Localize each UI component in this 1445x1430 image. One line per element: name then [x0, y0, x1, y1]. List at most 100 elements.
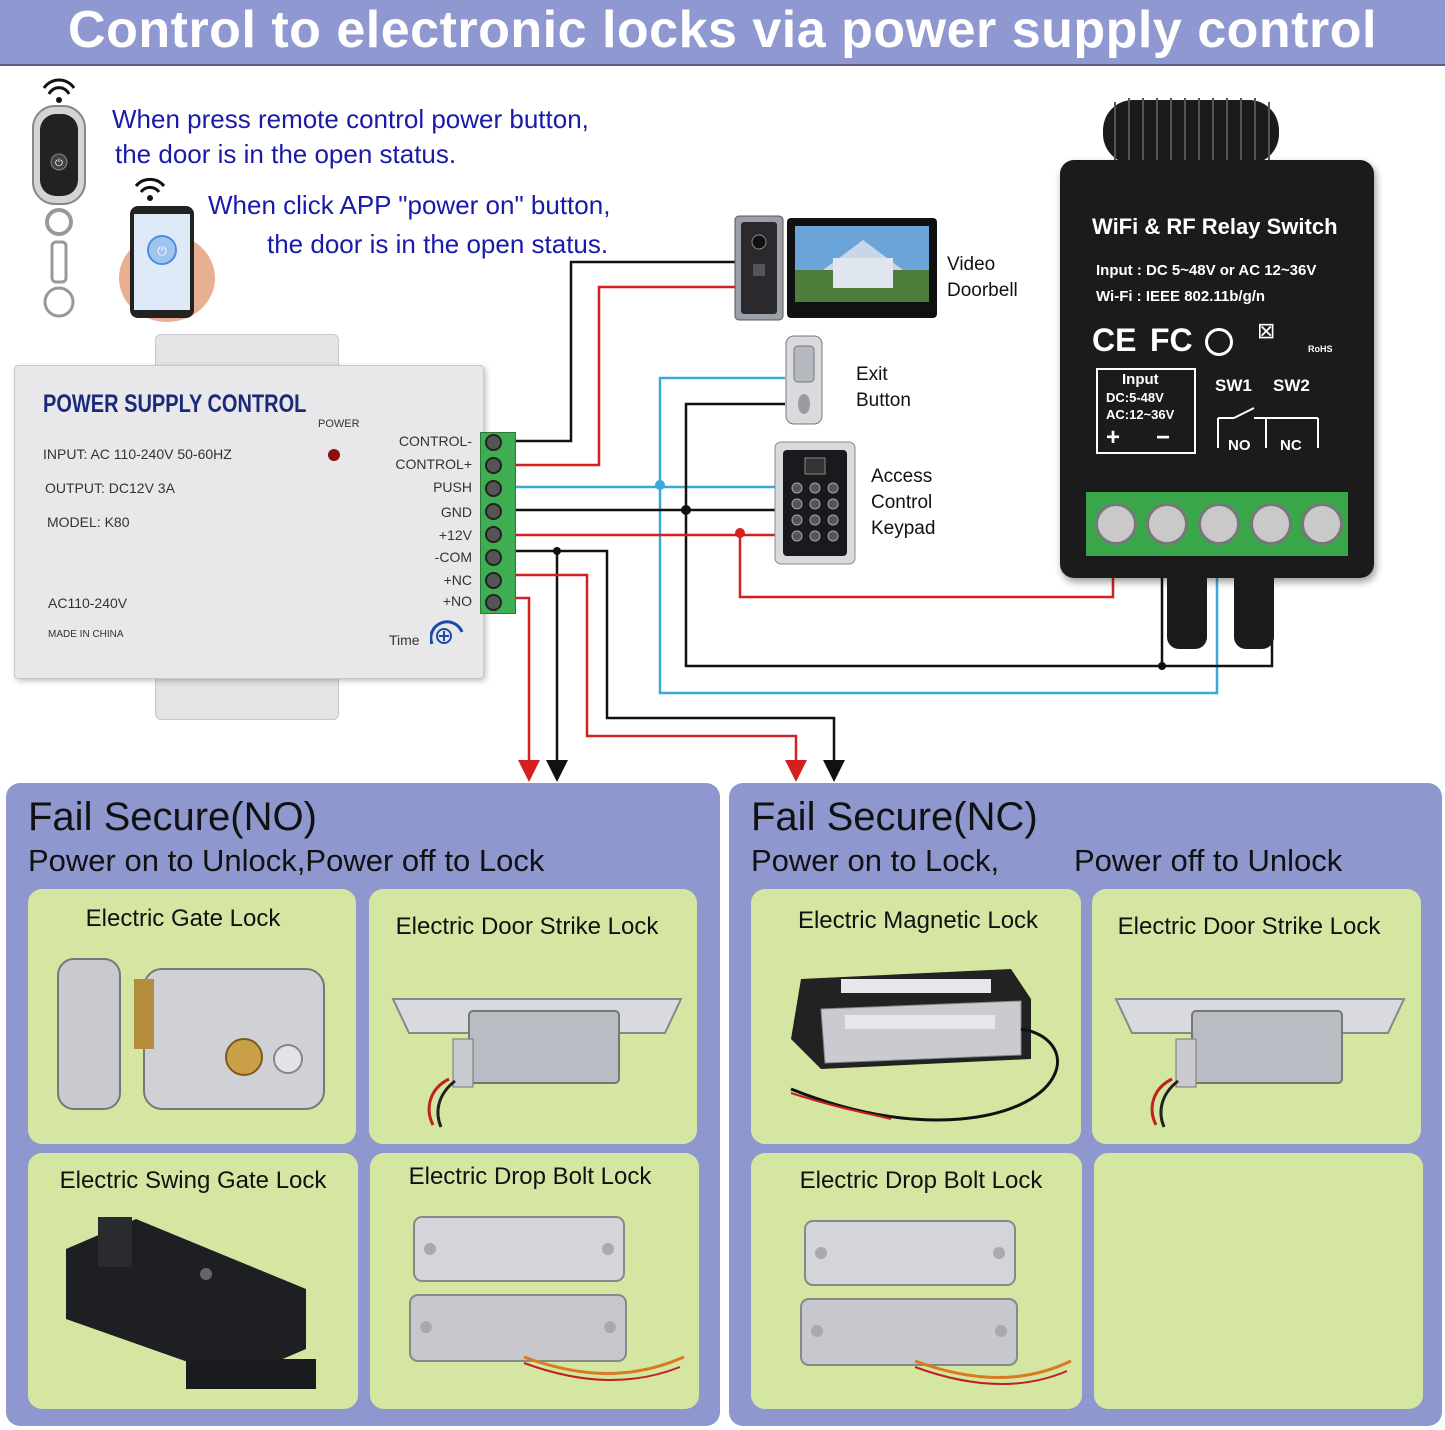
psu-power-label: POWER	[318, 418, 360, 430]
relay-wifi: Wi-Fi : IEEE 802.11b/g/n	[1096, 288, 1266, 305]
title-bar	[0, 0, 1445, 66]
rohs-mark-icon: RoHS	[1308, 344, 1333, 354]
label-exit-button: Exit Button	[856, 364, 911, 411]
relay-screw-icon	[1146, 503, 1188, 545]
relay-screw-icon	[1198, 503, 1240, 545]
terminal-label-control-minus: CONTROL-	[398, 433, 472, 449]
swing-gate-lock-icon	[66, 1217, 316, 1389]
svg-text:⏻: ⏻	[157, 244, 167, 258]
terminal-screw-icon	[485, 434, 502, 451]
wire-exit-blue	[658, 376, 785, 487]
relay-nc: NC	[1280, 437, 1302, 454]
relay-input-box	[1096, 368, 1196, 454]
wire-no	[505, 596, 531, 762]
relay-screw-icon	[1095, 503, 1137, 545]
access-keypad-device	[773, 440, 857, 566]
psu-brand: POWER SUPPLY CONTROL	[43, 390, 307, 418]
panel-right-subtitle-b: Power off to Unlock	[1074, 843, 1343, 878]
arrow-com-2	[823, 760, 845, 782]
fcc-mark-icon: FC	[1150, 322, 1193, 358]
wire-exit-black	[684, 402, 785, 510]
relay-sw2: SW2	[1273, 376, 1310, 395]
card-label: Electric Drop Bolt Lock	[799, 1167, 1043, 1194]
power-supply-control	[14, 365, 484, 679]
terminal-label-com: -COM	[434, 549, 472, 565]
video-doorbell-device	[733, 214, 939, 322]
relay-no: NO	[1228, 437, 1251, 454]
panel-right-title: Fail Secure(NC)	[751, 795, 1038, 839]
door-strike-icon	[391, 998, 683, 1128]
psu-model: MODEL: K80	[47, 514, 130, 530]
relay-sw1: SW1	[1215, 376, 1252, 395]
relay-box-ac: AC:12~36V	[1106, 407, 1175, 422]
remote-control: ⏻	[28, 72, 90, 332]
card-electric-door-strike-lock: Electric Door Strike Lock	[369, 889, 697, 1144]
terminal-screw-icon	[485, 526, 502, 543]
arrow-nc	[785, 760, 807, 782]
wire-nc	[505, 573, 798, 762]
card-electric-gate-lock: Electric Gate Lock	[28, 889, 356, 1144]
card-empty	[1094, 1153, 1423, 1409]
app-text-line2: the door is in the open status.	[267, 229, 609, 259]
terminal-screw-icon	[485, 549, 502, 566]
arrow-com	[546, 760, 568, 782]
label-keypad: Access Control Keypad	[871, 466, 936, 539]
card-electric-drop-bolt-lock-nc: Electric Drop Bolt Lock	[751, 1153, 1082, 1409]
smartphone-app-icon: ⏻	[119, 177, 215, 322]
exit-button-device	[784, 334, 824, 426]
time-dial-icon[interactable]	[429, 618, 464, 653]
relay-minus: −	[1156, 424, 1171, 451]
terminal-screw-icon	[485, 457, 502, 474]
recycle-mark-icon	[1205, 328, 1233, 356]
app-text-line1: When click APP "power on" button,	[208, 190, 611, 220]
terminal-screw-icon	[485, 480, 502, 497]
arrow-no	[518, 760, 540, 782]
svg-text:⏻: ⏻	[55, 158, 63, 169]
relay-mount-leg	[1167, 575, 1207, 649]
card-label: Electric Door Strike Lock	[1117, 913, 1381, 940]
keypad-icon	[774, 441, 856, 565]
psu-made-in: MADE IN CHINA	[48, 629, 124, 640]
relay-switch-symbol-icon	[1217, 407, 1319, 448]
relay-box-input: Input	[1122, 371, 1159, 388]
psu-input: INPUT: AC 110-240V 50-60HZ	[43, 446, 232, 462]
terminal-screw-icon	[485, 572, 502, 589]
terminal-label-12v: +12V	[438, 527, 472, 543]
terminal-label-control-plus: CONTROL+	[395, 456, 472, 472]
door-strike-icon	[1114, 998, 1406, 1128]
video-doorbell-icon	[734, 215, 937, 321]
remote-fob-icon: ⏻	[32, 78, 86, 318]
card-label: Electric Magnetic Lock	[797, 907, 1039, 934]
card-electric-swing-gate-lock: Electric Swing Gate Lock	[28, 1153, 358, 1409]
gate-lock-icon	[57, 958, 325, 1110]
relay-input: Input : DC 5~48V or AC 12~36V	[1096, 262, 1317, 279]
panel-left-title: Fail Secure(NO)	[28, 795, 317, 839]
remote-text-line2: the door is in the open status.	[115, 139, 457, 169]
smartphone: ⏻	[112, 168, 232, 328]
card-electric-drop-bolt-lock: Electric Drop Bolt Lock	[370, 1153, 699, 1409]
psu-time-label: Time	[389, 632, 420, 648]
power-led-icon	[328, 449, 340, 461]
card-label: Electric Gate Lock	[85, 905, 281, 932]
relay-box-dc: DC:5-48V	[1106, 390, 1164, 405]
card-label: Electric Swing Gate Lock	[59, 1167, 327, 1194]
terminal-label-gnd: GND	[440, 504, 472, 520]
panel-right-subtitle-a: Power on to Lock,	[751, 843, 1000, 878]
terminal-screw-icon	[485, 594, 502, 611]
relay-mount-leg	[1234, 575, 1274, 649]
card-label: Electric Drop Bolt Lock	[408, 1163, 652, 1190]
card-electric-door-strike-lock-nc: Electric Door Strike Lock	[1092, 889, 1421, 1144]
relay-plus: +	[1106, 424, 1121, 451]
page-title: Control to electronic locks via power su…	[68, 1, 1377, 59]
drop-bolt-lock-icon	[409, 1216, 685, 1382]
exit-button-icon	[785, 335, 823, 425]
ce-mark-icon: CE	[1092, 322, 1137, 358]
wire-control-plus	[505, 285, 735, 467]
psu-output: OUTPUT: DC12V 3A	[45, 480, 175, 496]
relay-title: WiFi & RF Relay Switch	[1092, 214, 1338, 239]
antenna-coil-icon	[1103, 98, 1279, 164]
magnetic-lock-icon	[790, 969, 1059, 1122]
weee-bin-icon: ⊠	[1257, 318, 1276, 343]
wire-control-minus	[505, 260, 735, 443]
terminal-label-push: PUSH	[433, 479, 472, 495]
